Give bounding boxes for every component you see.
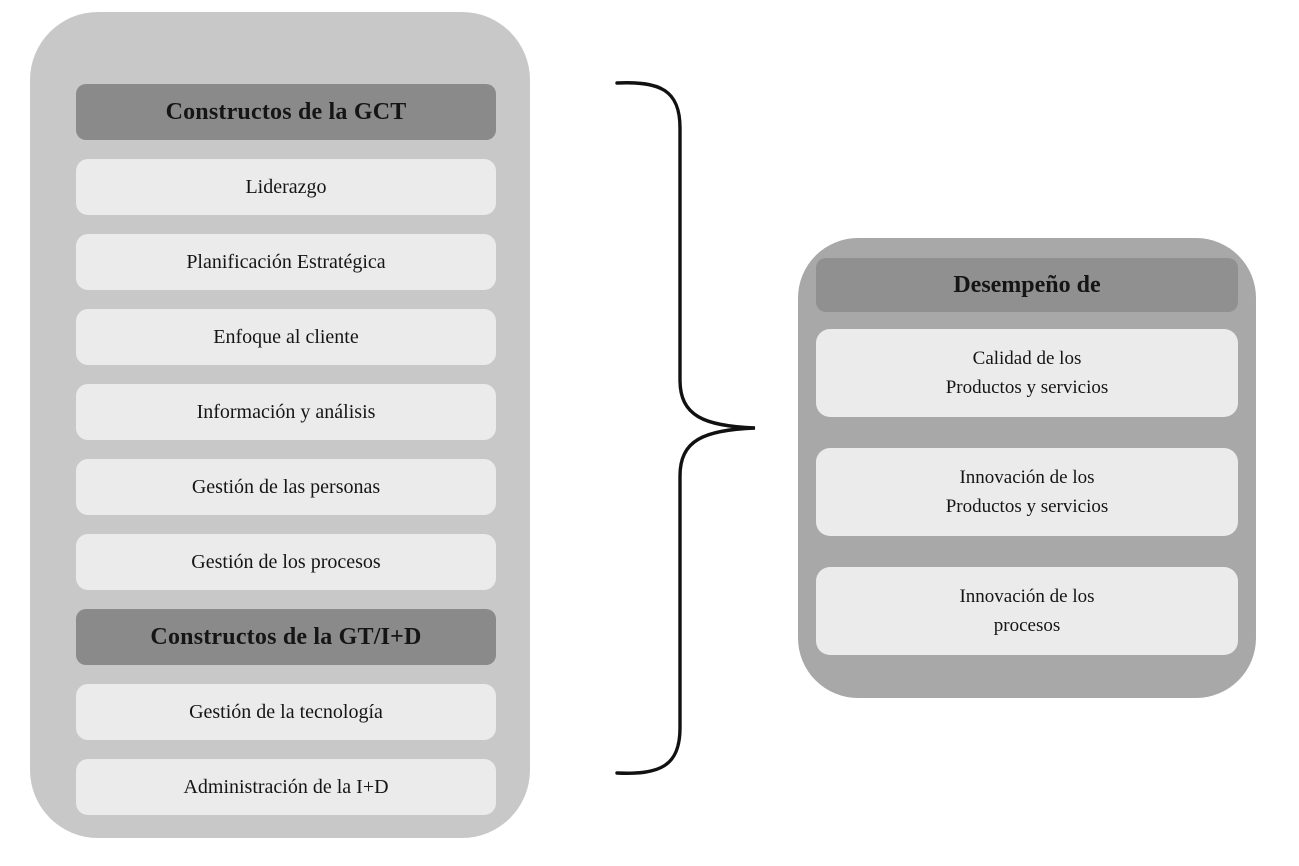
outcome-line: Calidad de los [972, 348, 1082, 369]
outcome-line: Productos y servicios [945, 377, 1109, 398]
outcome-line: Innovación de los [959, 467, 1095, 488]
construct-item-planificacion: Planificación Estratégica [76, 234, 496, 290]
outcome-line: procesos [993, 615, 1061, 636]
section-header-gct: Constructos de la GCT [76, 84, 496, 140]
section-header-gt-id: Constructos de la GT/I+D [76, 609, 496, 665]
outcome-item-calidad: Calidad de los Productos y servicios [816, 329, 1238, 417]
construct-item-gestion-procesos: Gestión de los procesos [76, 534, 496, 590]
section-header-desempeno: Desempeño de [816, 258, 1238, 312]
construct-item-informacion-analisis: Información y análisis [76, 384, 496, 440]
construct-item-gestion-tecnologia: Gestión de la tecnología [76, 684, 496, 740]
outcome-line: Innovación de los [959, 586, 1095, 607]
construct-item-enfoque-cliente: Enfoque al cliente [76, 309, 496, 365]
outcome-item-innovacion-procesos: Innovación de los procesos [816, 567, 1238, 655]
construct-item-gestion-personas: Gestión de las personas [76, 459, 496, 515]
construct-item-administracion-id: Administración de la I+D [76, 759, 496, 815]
outcome-line: Productos y servicios [945, 496, 1109, 517]
outcome-item-innovacion-productos: Innovación de los Productos y servicios [816, 448, 1238, 536]
right-curly-brace-icon [608, 76, 760, 780]
constructs-panel: Constructos de la GCT Liderazgo Planific… [30, 12, 530, 838]
performance-panel: Desempeño de Calidad de los Productos y … [798, 238, 1256, 698]
construct-item-liderazgo: Liderazgo [76, 159, 496, 215]
